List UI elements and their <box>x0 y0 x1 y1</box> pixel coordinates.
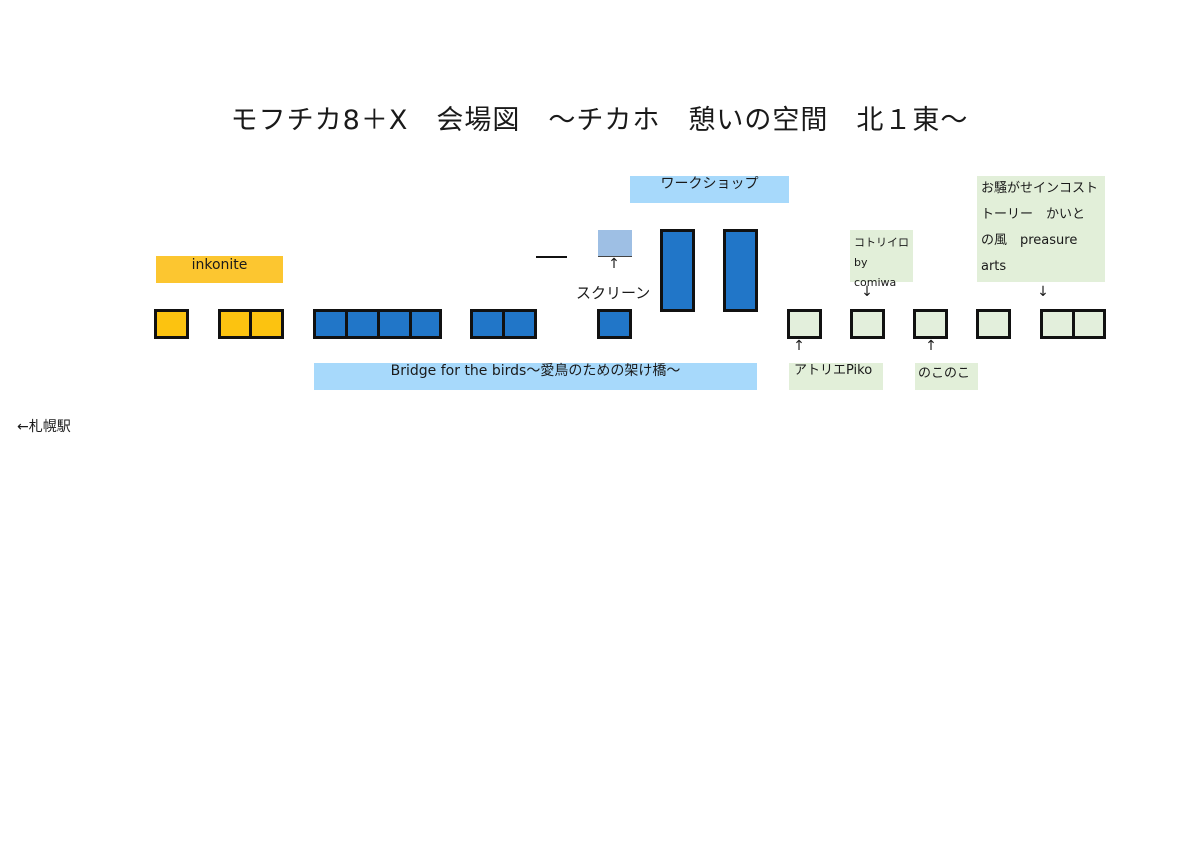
booth-bridge-1 <box>313 309 348 339</box>
booth-green-4 <box>976 309 1011 339</box>
booth-bridge-4 <box>409 309 442 339</box>
booth-inkonite-2 <box>218 309 252 339</box>
booth-bridge-2 <box>345 309 380 339</box>
bridge-label-text: Bridge for the birds～愛鳥のための架け橋～ <box>390 363 681 379</box>
osawagase-label-line1: お騒がせインコスト <box>981 181 1099 196</box>
booth-atelier-piko <box>787 309 822 339</box>
booth-osawagase-1 <box>1040 309 1075 339</box>
inkonite-label: inkonite <box>156 256 283 283</box>
osawagase-label-line4: arts <box>981 259 1007 274</box>
workshop-table-1 <box>660 229 695 312</box>
sapporo-station-direction: ←札幌駅 <box>17 419 71 435</box>
osawagase-down-arrow: ↓ <box>1037 284 1049 300</box>
booth-bridge-5 <box>470 309 505 339</box>
workshop-label: ワークショップ <box>630 176 789 203</box>
booth-osawagase-2 <box>1072 309 1106 339</box>
kotoriiro-label-line1: コトリイロ <box>854 236 909 249</box>
workshop-label-text: ワークショップ <box>660 176 759 192</box>
kotoriiro-label-line2: by comiwa <box>854 256 897 289</box>
booth-inkonite-1 <box>154 309 189 339</box>
nokonoko-label-text: のこのこ <box>918 366 971 381</box>
atelier-label: アトリエPiko <box>789 363 883 390</box>
atelier-up-arrow: ↑ <box>793 338 805 354</box>
screen-label: スクリーン <box>576 284 651 302</box>
atelier-label-text: アトリエPiko <box>794 363 873 378</box>
osawagase-label-line3: の風 preasure <box>981 233 1078 248</box>
screen-line <box>536 256 567 258</box>
map-title: モフチカ8＋X 会場図 ～チカホ 憩いの空間 北１東～ <box>230 105 969 136</box>
nokonoko-up-arrow: ↑ <box>925 338 937 354</box>
workshop-table-2 <box>723 229 758 312</box>
booth-inkonite-3 <box>249 309 284 339</box>
nokonoko-label: のこのこ <box>915 363 978 390</box>
booth-bridge-3 <box>377 309 412 339</box>
kotoriiro-label: コトリイロ by comiwa <box>850 230 913 289</box>
booth-nokonoko <box>913 309 948 339</box>
bridge-label: Bridge for the birds～愛鳥のための架け橋～ <box>314 363 757 390</box>
kotoriiro-down-arrow: ↓ <box>861 284 873 300</box>
booth-kotoriiro <box>850 309 885 339</box>
screen-connector-line <box>598 256 632 257</box>
osawagase-label: お騒がせインコスト トーリー かいと の風 preasure arts <box>977 176 1105 282</box>
screen-up-arrow: ↑ <box>608 256 620 272</box>
inkonite-label-text: inkonite <box>191 257 248 273</box>
osawagase-label-line2: トーリー かいと <box>981 207 1086 222</box>
booth-bridge-6 <box>502 309 537 339</box>
screen-box <box>598 230 632 257</box>
booth-bridge-7 <box>597 309 632 339</box>
